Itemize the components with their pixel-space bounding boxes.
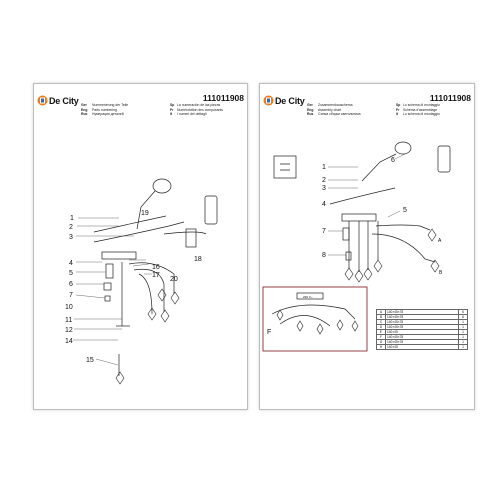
part-number: 6	[69, 281, 73, 288]
part-letter: B	[439, 270, 443, 276]
part-number: 15	[86, 357, 94, 364]
part-number: 4	[69, 260, 73, 267]
inset-label: F	[267, 329, 271, 336]
model-number: 111011908	[202, 93, 244, 103]
brand-logo: De City	[263, 95, 305, 106]
part-number: 16	[152, 264, 160, 271]
part-number: 19	[141, 210, 149, 217]
step-number: 8	[322, 252, 326, 259]
step-number: 6	[391, 157, 395, 164]
part-number: 18	[194, 256, 202, 263]
part-number: 12	[65, 327, 73, 334]
assembly-drawing: 1 2 3 4 5 6 7 8 A B F 220 V~	[262, 141, 451, 352]
exploded-parts-drawing: 1 2 3 4 5 6 7 10 11 12 14 15 16 17 18 19…	[65, 178, 218, 385]
brand-logo: De City	[37, 95, 79, 106]
logo-mark-icon	[263, 95, 274, 106]
part-number: 7	[69, 292, 73, 299]
part-letter: A	[438, 238, 442, 244]
brand-name: De City	[49, 95, 79, 106]
part-number: 10	[65, 304, 73, 311]
part-number: 1	[70, 215, 74, 222]
logo-mark-icon	[37, 95, 48, 106]
step-number: 1	[322, 164, 326, 171]
step-number: 5	[403, 207, 407, 214]
step-number: 2	[322, 177, 326, 184]
part-number: 17	[152, 272, 160, 279]
part-number: 20	[170, 276, 178, 283]
step-number: 7	[322, 228, 326, 235]
part-number: 11	[65, 317, 72, 324]
part-number: 3	[69, 234, 73, 241]
model-number: 111011908	[429, 93, 471, 103]
brand-name: De City	[275, 95, 305, 106]
step-number: 4	[322, 201, 326, 208]
part-number: 5	[69, 270, 73, 277]
inset-plate-label: 220 V~	[303, 295, 313, 299]
step-number: 3	[322, 185, 326, 192]
part-number: 14	[65, 338, 73, 345]
part-number: 2	[69, 224, 73, 231]
